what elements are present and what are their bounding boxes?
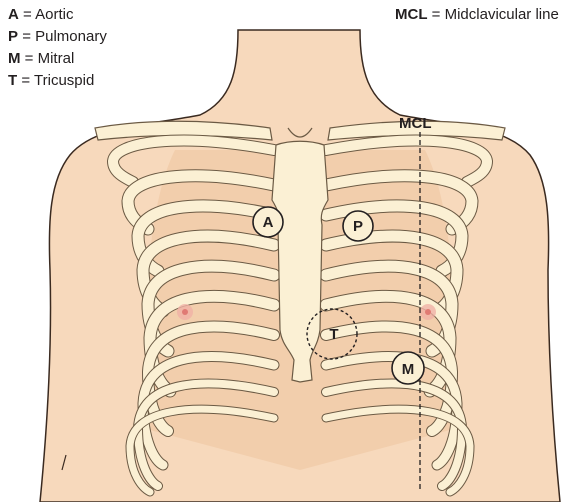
svg-text:A: A xyxy=(263,214,274,231)
pulmonary-site: P xyxy=(343,211,373,241)
legend-left: A = Aortic P = Pulmonary M = Mitral T = … xyxy=(8,4,107,92)
legend-right: MCL = Midclavicular line xyxy=(395,4,559,26)
mitral-site: M xyxy=(392,352,424,384)
legend-item: M = Mitral xyxy=(8,48,107,70)
nipple-right xyxy=(420,304,436,320)
svg-text:T: T xyxy=(329,326,338,343)
nipple-left xyxy=(177,304,193,320)
svg-text:P: P xyxy=(353,218,363,235)
aortic-site: A xyxy=(253,207,283,237)
legend-item: T = Tricuspid xyxy=(8,70,107,92)
legend-item: P = Pulmonary xyxy=(8,26,107,48)
mcl-label: MCL xyxy=(399,115,432,132)
svg-text:M: M xyxy=(402,361,415,378)
legend-item: A = Aortic xyxy=(8,4,107,26)
